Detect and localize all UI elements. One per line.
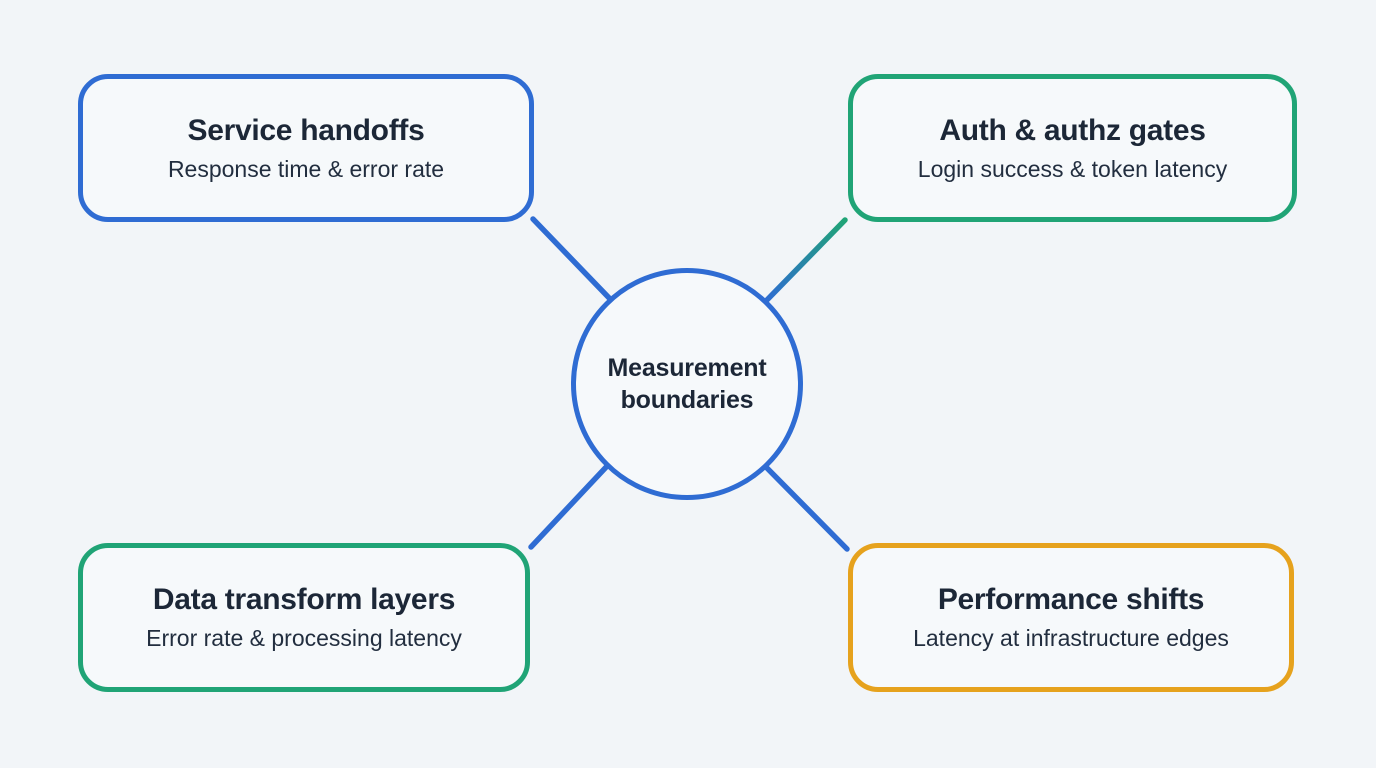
node-auth-authz-gates: Auth & authz gates Login success & token… bbox=[848, 74, 1297, 222]
connector-top-right bbox=[762, 217, 848, 305]
node-subtitle: Error rate & processing latency bbox=[146, 625, 462, 652]
node-title: Auth & authz gates bbox=[939, 113, 1206, 147]
node-data-transform-layers: Data transform layers Error rate & proce… bbox=[78, 543, 530, 692]
center-label-line2: boundaries bbox=[620, 386, 754, 414]
center-node-measurement-boundaries: Measurement boundaries bbox=[571, 268, 803, 500]
connector-top-left bbox=[530, 216, 616, 305]
node-service-handoffs: Service handoffs Response time & error r… bbox=[78, 74, 534, 222]
center-label-line1: Measurement bbox=[607, 354, 767, 382]
center-node-label: Measurement boundaries bbox=[608, 352, 767, 416]
node-performance-shifts: Performance shifts Latency at infrastruc… bbox=[848, 543, 1294, 692]
node-title: Performance shifts bbox=[937, 583, 1205, 617]
node-subtitle: Login success & token latency bbox=[917, 155, 1228, 182]
connector-bottom-left bbox=[528, 461, 612, 550]
connector-bottom-right bbox=[761, 462, 850, 552]
node-subtitle: Response time & error rate bbox=[167, 155, 445, 182]
node-subtitle: Latency at infrastructure edges bbox=[913, 625, 1229, 652]
node-title: Service handoffs bbox=[187, 113, 425, 147]
node-title: Data transform layers bbox=[152, 583, 456, 617]
